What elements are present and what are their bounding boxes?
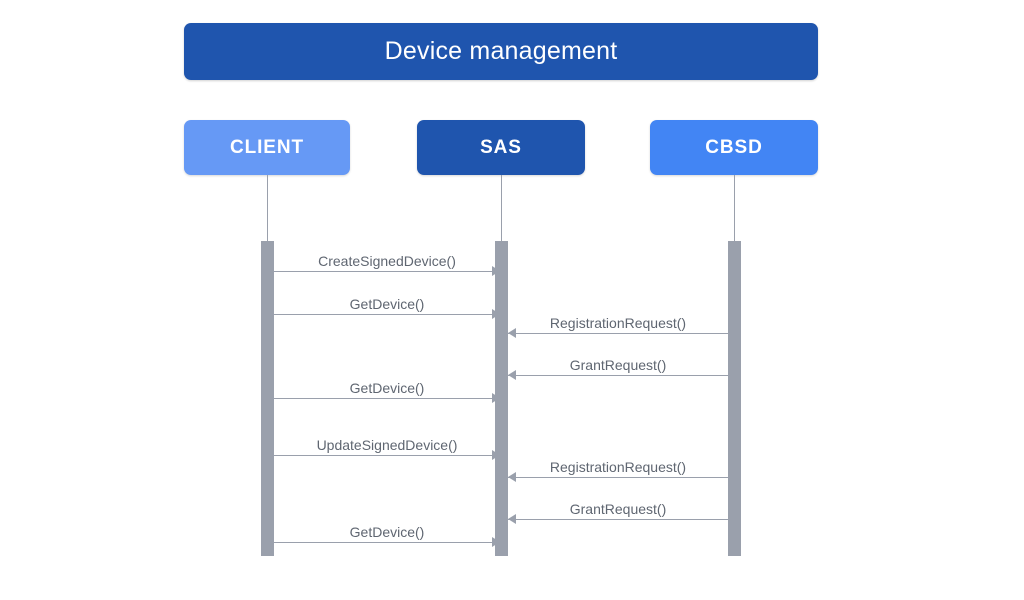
diagram-title-banner: Device management [184, 23, 818, 80]
message-label: CreateSignedDevice() [318, 253, 456, 269]
arrow-right-icon [492, 266, 500, 276]
message-label: GetDevice() [349, 296, 425, 312]
arrow-left-icon [508, 514, 516, 524]
arrow-right-icon [492, 537, 500, 547]
message-line [508, 477, 728, 478]
participant-cbsd[interactable]: CBSD [650, 120, 818, 175]
participant-label-cbsd: CBSD [705, 136, 763, 158]
arrow-right-icon [492, 309, 500, 319]
page-title: Device management [384, 37, 618, 65]
arrow-left-icon [508, 472, 516, 482]
message-line [508, 333, 728, 334]
activation-bar-cbsd [728, 241, 741, 556]
message-get-device-3[interactable]: GetDevice() [274, 524, 500, 553]
message-label: RegistrationRequest() [549, 315, 687, 331]
participant-label-client: CLIENT [229, 136, 304, 158]
message-create-signed-device[interactable]: CreateSignedDevice() [274, 253, 500, 282]
message-label: GrantRequest() [569, 501, 667, 517]
message-label: GetDevice() [349, 380, 425, 396]
message-line [274, 398, 500, 399]
message-label: GrantRequest() [569, 357, 667, 373]
lifeline-sas [501, 175, 502, 241]
participant-label-sas: SAS [480, 136, 522, 158]
activation-bar-sas [495, 241, 508, 556]
message-line [274, 542, 500, 543]
arrow-right-icon [492, 450, 500, 460]
activation-bar-client [261, 241, 274, 556]
message-get-device-2[interactable]: GetDevice() [274, 380, 500, 409]
participant-client[interactable]: CLIENT [184, 120, 350, 175]
message-grant-request-1[interactable]: GrantRequest() [508, 357, 728, 386]
message-update-signed-device[interactable]: UpdateSignedDevice() [274, 437, 500, 466]
message-line [508, 375, 728, 376]
message-get-device-1[interactable]: GetDevice() [274, 296, 500, 325]
message-line [508, 519, 728, 520]
message-label: RegistrationRequest() [549, 459, 687, 475]
message-grant-request-2[interactable]: GrantRequest() [508, 501, 728, 530]
arrow-left-icon [508, 328, 516, 338]
message-registration-request-1[interactable]: RegistrationRequest() [508, 315, 728, 344]
message-line [274, 271, 500, 272]
arrow-left-icon [508, 370, 516, 380]
message-registration-request-2[interactable]: RegistrationRequest() [508, 459, 728, 488]
message-label: GetDevice() [349, 524, 425, 540]
arrow-right-icon [492, 393, 500, 403]
lifeline-cbsd [734, 175, 735, 241]
message-line [274, 314, 500, 315]
message-label: UpdateSignedDevice() [316, 437, 458, 453]
participant-sas[interactable]: SAS [417, 120, 585, 175]
message-line [274, 455, 500, 456]
lifeline-client [267, 175, 268, 241]
